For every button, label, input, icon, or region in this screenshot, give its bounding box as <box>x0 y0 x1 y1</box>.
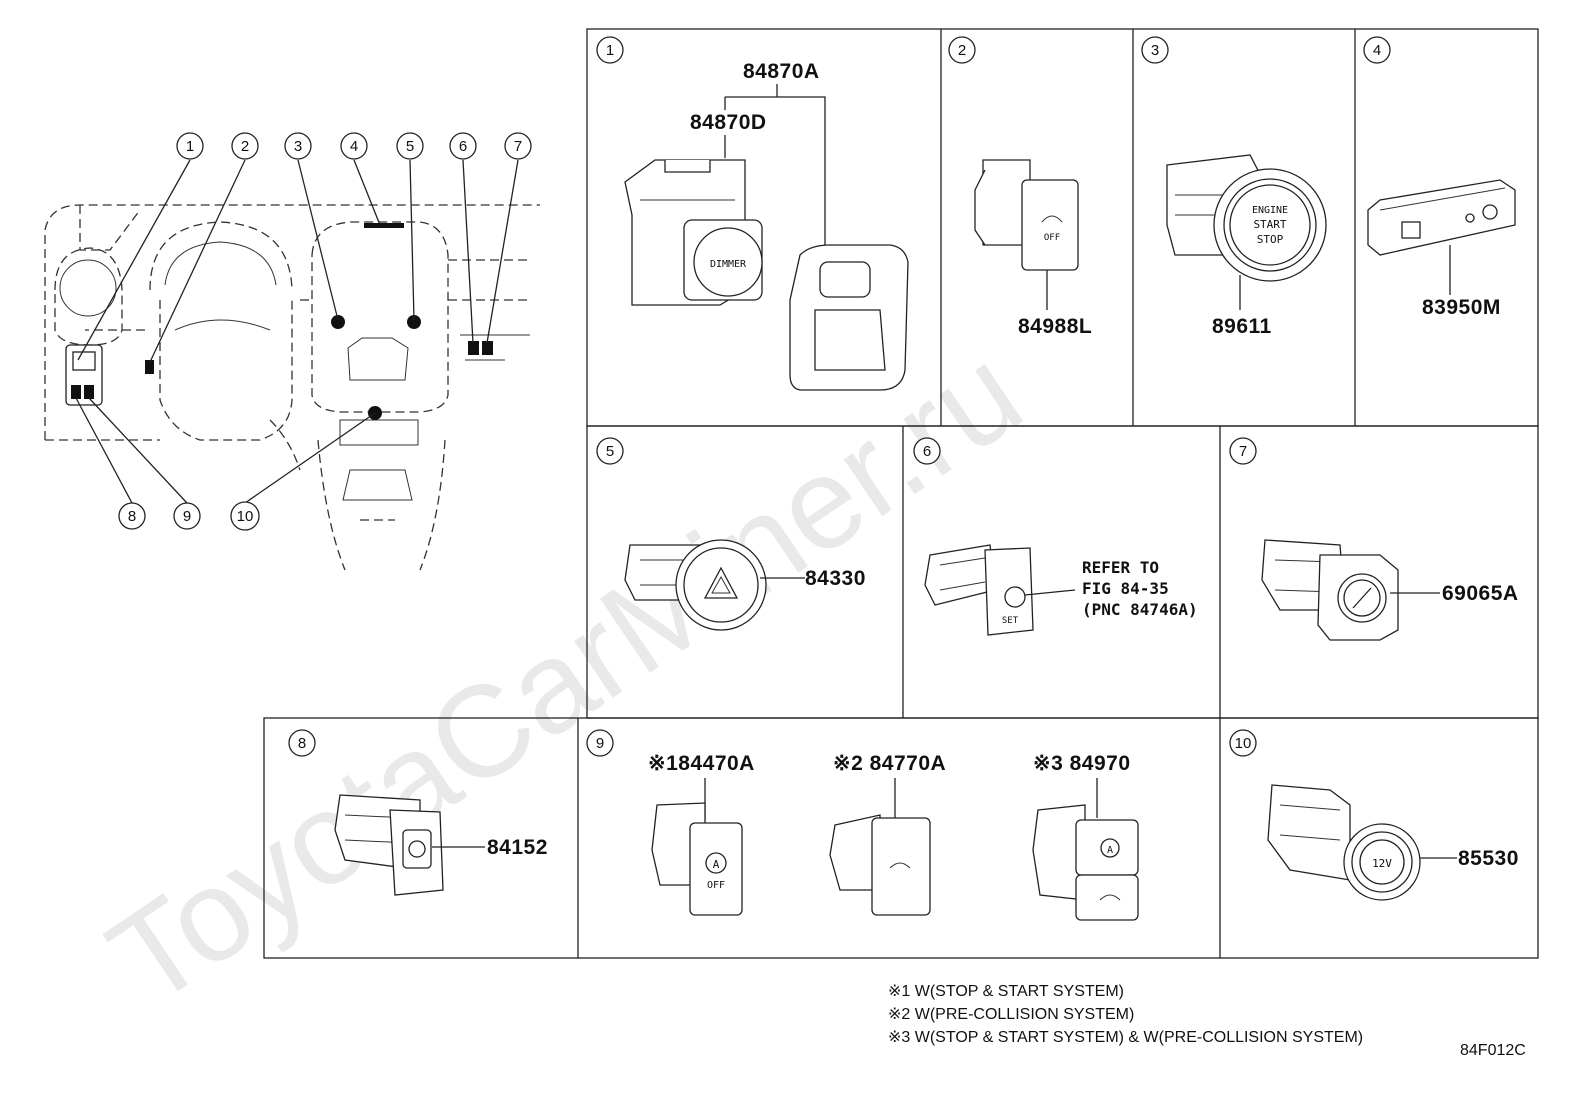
svg-text:A: A <box>1107 845 1113 856</box>
svg-text:A: A <box>713 858 720 871</box>
svg-text:FIG 84-35: FIG 84-35 <box>1082 579 1169 598</box>
part-number-84970: ※3 84970 <box>1033 752 1131 775</box>
callout-3: 3 <box>284 132 312 160</box>
svg-text:10: 10 <box>1235 735 1252 752</box>
svg-text:3: 3 <box>1151 42 1159 59</box>
svg-text:5: 5 <box>606 443 614 460</box>
callout-6: 6 <box>449 132 477 160</box>
part-number-84152: 84152 <box>487 836 548 859</box>
callout-9: 9 <box>173 502 201 530</box>
panel-10: 10 12V 85530 <box>1229 729 1519 901</box>
svg-text:8: 8 <box>298 735 306 752</box>
part-number-89611: 89611 <box>1212 315 1272 338</box>
figure-code: 84F012C <box>1460 1042 1526 1059</box>
note-1: ※1 W(STOP & START SYSTEM) <box>888 983 1124 1000</box>
callout-4: 4 <box>340 132 368 160</box>
dashboard-overview: 1 2 3 4 5 6 7 8 9 10 <box>44 132 540 571</box>
svg-text:7: 7 <box>1239 443 1247 460</box>
svg-text:5: 5 <box>406 138 414 155</box>
svg-text:3: 3 <box>294 138 302 155</box>
callout-10: 10 <box>230 501 260 531</box>
svg-text:2: 2 <box>241 138 249 155</box>
panel-9: 9 ※184470A A OFF ※2 84770A ※3 84970 A <box>586 729 1139 921</box>
panel-8: 8 84152 <box>288 729 548 896</box>
callout-5: 5 <box>396 132 424 160</box>
part-number-69065A: 69065A <box>1442 582 1519 605</box>
part-number-83950M: 83950M <box>1422 296 1501 319</box>
part-number-85530: 85530 <box>1458 847 1519 870</box>
part-number-84870A: 84870A <box>743 60 820 83</box>
svg-text:OFF: OFF <box>707 880 725 891</box>
svg-text:1: 1 <box>606 42 614 59</box>
callout-8: 8 <box>118 502 146 530</box>
svg-text:12V: 12V <box>1372 857 1392 870</box>
part-number-84770A: ※2 84770A <box>833 752 946 775</box>
svg-text:9: 9 <box>596 735 604 752</box>
note-3: ※3 W(STOP & START SYSTEM) & W(PRE-COLLIS… <box>888 1029 1363 1046</box>
svg-text:OFF: OFF <box>1044 233 1060 243</box>
svg-text:4: 4 <box>1373 42 1381 59</box>
svg-text:8: 8 <box>128 508 136 525</box>
svg-text:SET: SET <box>1002 616 1019 626</box>
callout-1: 1 <box>176 132 204 160</box>
svg-text:4: 4 <box>350 138 358 155</box>
panel-6: 6 SET REFER TO FIG 84-35 (PNC 84746A) <box>913 437 1198 636</box>
svg-text:10: 10 <box>237 508 254 525</box>
svg-text:STOP: STOP <box>1257 233 1284 246</box>
part-number-84330: 84330 <box>805 567 866 590</box>
svg-text:7: 7 <box>514 138 522 155</box>
callout-2: 2 <box>231 132 259 160</box>
panel-4: 4 83950M <box>1363 36 1516 319</box>
svg-text:(PNC 84746A): (PNC 84746A) <box>1082 600 1198 619</box>
svg-text:REFER TO: REFER TO <box>1082 558 1159 577</box>
panel-5: 5 84330 <box>596 437 866 631</box>
svg-text:1: 1 <box>186 138 194 155</box>
panel-2: 2 OFF 84988L <box>948 36 1092 338</box>
panel-1: 1 84870A 84870D DIMMER <box>596 36 909 391</box>
panel-grid <box>263 28 1539 959</box>
svg-text:2: 2 <box>958 42 966 59</box>
svg-text:9: 9 <box>183 508 191 525</box>
svg-text:6: 6 <box>459 138 467 155</box>
callout-7: 7 <box>504 132 532 160</box>
part-number-84870D: 84870D <box>690 111 767 134</box>
footnotes: ※1 W(STOP & START SYSTEM) ※2 W(PRE-COLLI… <box>888 983 1526 1059</box>
svg-text:6: 6 <box>923 443 931 460</box>
svg-text:DIMMER: DIMMER <box>710 259 747 270</box>
note-2: ※2 W(PRE-COLLISION SYSTEM) <box>888 1006 1134 1023</box>
panel-3: 3 ENGINE START STOP 89611 <box>1141 36 1327 338</box>
part-number-84470A: ※184470A <box>648 752 755 775</box>
panel-7: 7 69065A <box>1229 437 1519 641</box>
svg-text:ENGINE: ENGINE <box>1252 205 1288 216</box>
part-number-84988L: 84988L <box>1018 315 1092 338</box>
svg-text:START: START <box>1253 218 1286 231</box>
